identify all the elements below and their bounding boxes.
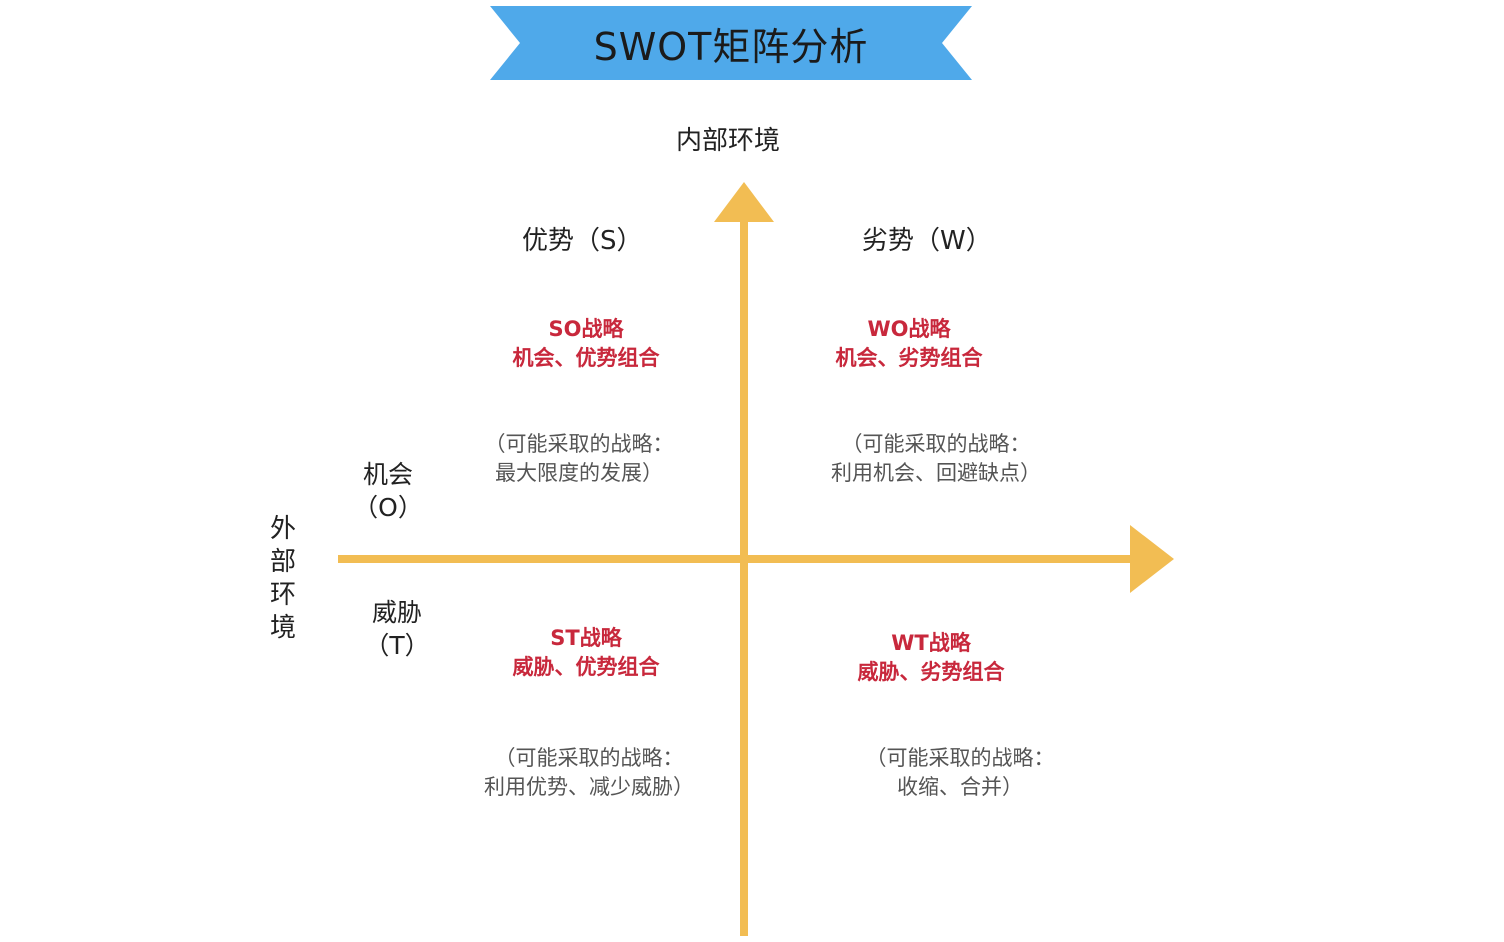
st-strategy-combo: 威胁、优势组合 (512, 655, 660, 679)
wt-note-line2: 收缩、合并） (897, 775, 1023, 799)
vertical-axis-line (740, 218, 748, 936)
threats-label: 威胁 （T） (347, 596, 447, 662)
horizontal-axis-label: 外 部 环 境 (268, 513, 298, 645)
vertical-axis-label: 内部环境 (676, 126, 781, 156)
horizontal-axis-arrowhead (1130, 525, 1174, 593)
wt-note: （可能采取的战略： 收缩、合并） (840, 744, 1080, 802)
wt-strategy-combo: 威胁、劣势组合 (857, 660, 1005, 684)
opportunities-label-line2: （O） (353, 493, 423, 522)
so-strategy-combo: 机会、优势组合 (512, 346, 660, 370)
threats-label-line1: 威胁 (371, 598, 422, 627)
st-note: （可能采取的战略： 利用优势、减少威胁） (464, 744, 714, 802)
strengths-heading: 优势（S） (522, 226, 643, 256)
wo-strategy-title: WO战略 (867, 317, 951, 341)
horizontal-axis-label-char: 外 (269, 514, 296, 544)
wt-strategy-title: WT战略 (891, 631, 971, 655)
wo-note: （可能采取的战略： 利用机会、回避缺点） (806, 430, 1066, 488)
st-note-line1: （可能采取的战略： (494, 746, 684, 770)
wo-strategy-combo: 机会、劣势组合 (835, 346, 983, 370)
banner-ribbon (490, 6, 972, 80)
horizontal-axis-label-char: 环 (269, 580, 296, 610)
st-note-line2: 利用优势、减少威胁） (484, 775, 694, 799)
weaknesses-heading: 劣势（W） (862, 226, 992, 256)
opportunities-label: 机会 （O） (338, 458, 438, 524)
st-strategy-title: ST战略 (550, 626, 622, 650)
wo-note-line2: 利用机会、回避缺点） (831, 461, 1041, 485)
horizontal-axis-label-char: 部 (269, 547, 296, 577)
st-strategy: ST战略 威胁、优势组合 (466, 624, 706, 682)
page-title: SWOT矩阵分析 (593, 24, 869, 69)
title-banner (490, 6, 972, 80)
opportunities-label-line1: 机会 (362, 460, 413, 489)
so-strategy-title: SO战略 (548, 317, 624, 341)
wt-note-line1: （可能采取的战略： (865, 746, 1055, 770)
horizontal-axis-line (338, 555, 1135, 563)
wo-note-line1: （可能采取的战略： (841, 432, 1031, 456)
so-note: （可能采取的战略： 最大限度的发展） (459, 430, 699, 488)
so-note-line2: 最大限度的发展） (495, 461, 663, 485)
vertical-axis-arrowhead (714, 182, 774, 222)
wo-strategy: WO战略 机会、劣势组合 (789, 315, 1029, 373)
horizontal-axis-label-char: 境 (269, 613, 296, 643)
threats-label-line2: （T） (364, 631, 430, 660)
so-note-line1: （可能采取的战略： (484, 432, 674, 456)
wt-strategy: WT战略 威胁、劣势组合 (811, 629, 1051, 687)
so-strategy: SO战略 机会、优势组合 (466, 315, 706, 373)
